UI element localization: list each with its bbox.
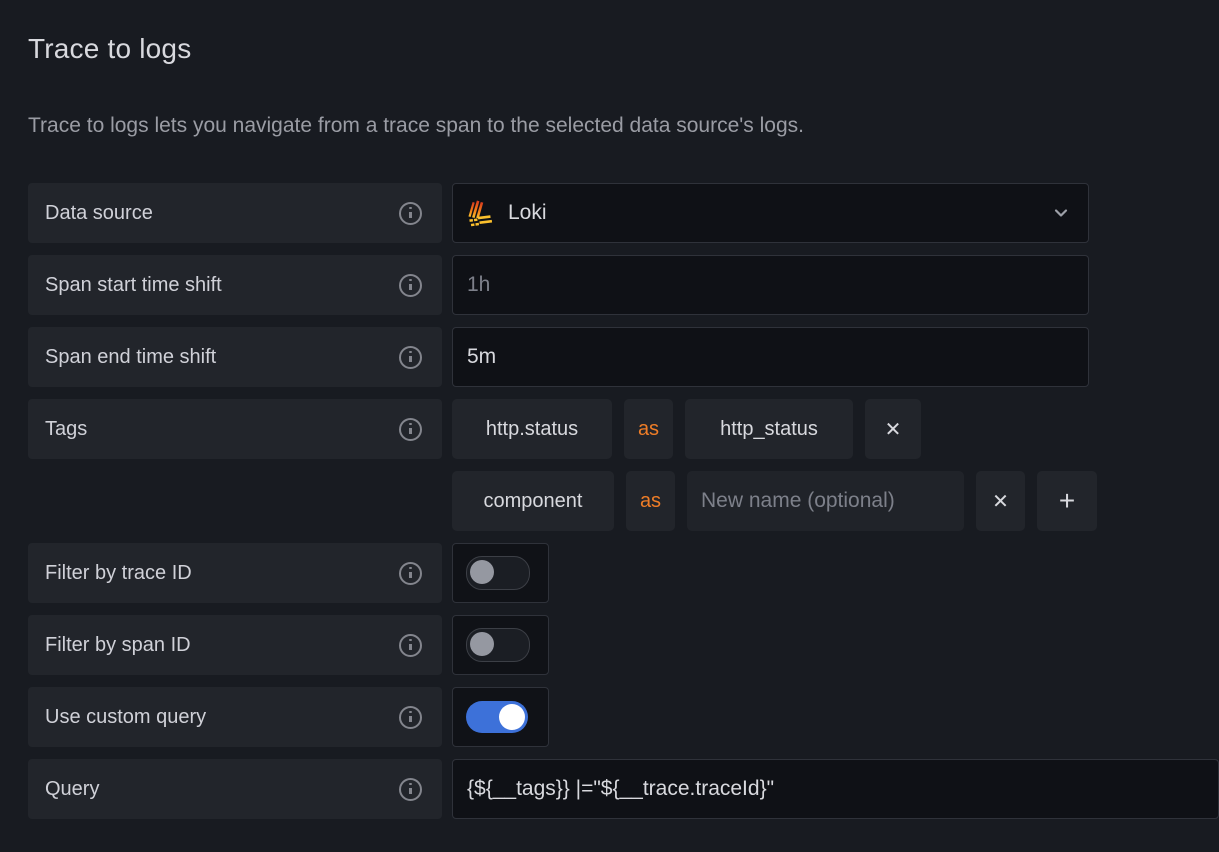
data-source-label: Data source	[45, 201, 153, 224]
query-label-box: Query	[28, 759, 442, 819]
loki-logo-icon	[467, 199, 494, 227]
info-icon[interactable]	[399, 345, 422, 369]
info-icon[interactable]	[399, 561, 422, 585]
filter-span-toggle[interactable]	[452, 615, 549, 675]
filter-span-label-box: Filter by span ID	[28, 615, 442, 675]
info-icon[interactable]	[399, 705, 422, 729]
span-start-input[interactable]	[452, 255, 1089, 315]
toggle-knob	[499, 704, 525, 730]
field-row-query: Query	[28, 759, 1219, 819]
query-input[interactable]	[452, 759, 1219, 819]
toggle-switch-on	[466, 701, 528, 733]
custom-query-label-box: Use custom query	[28, 687, 442, 747]
tag-as-label: as	[626, 471, 675, 531]
field-row-span-start: Span start time shift	[28, 255, 1219, 315]
plus-icon: +	[1058, 485, 1076, 516]
filter-trace-label: Filter by trace ID	[45, 561, 192, 584]
custom-query-label: Use custom query	[45, 705, 207, 728]
data-source-selected-value: Loki	[508, 201, 547, 224]
field-row-filter-span: Filter by span ID	[28, 615, 1219, 675]
field-row-filter-trace: Filter by trace ID	[28, 543, 1219, 603]
info-icon[interactable]	[399, 273, 422, 297]
close-icon: ✕	[992, 490, 1009, 513]
tags-label: Tags	[45, 417, 88, 440]
field-row-span-end: Span end time shift	[28, 327, 1219, 387]
custom-query-toggle[interactable]	[452, 687, 549, 747]
tag-as-label: as	[624, 399, 673, 459]
remove-tag-button[interactable]: ✕	[976, 471, 1025, 531]
tags-label-box: Tags	[28, 399, 442, 459]
toggle-knob	[470, 632, 494, 656]
field-row-data-source: Data source	[28, 183, 1219, 243]
filter-trace-label-box: Filter by trace ID	[28, 543, 442, 603]
chevron-down-icon	[1054, 209, 1068, 217]
close-icon: ✕	[884, 418, 902, 441]
info-icon[interactable]	[399, 201, 422, 225]
remove-tag-button[interactable]: ✕	[865, 399, 921, 459]
tag-new-name-input[interactable]	[687, 471, 964, 531]
span-end-label: Span end time shift	[45, 345, 217, 368]
tag-key-chip[interactable]: http.status	[452, 399, 612, 459]
span-start-label: Span start time shift	[45, 273, 222, 296]
toggle-switch-off	[466, 628, 530, 662]
info-icon[interactable]	[399, 417, 422, 441]
span-end-input[interactable]	[452, 327, 1089, 387]
trace-to-logs-form: Data source	[28, 183, 1219, 819]
info-icon[interactable]	[399, 777, 422, 801]
span-start-label-box: Span start time shift	[28, 255, 442, 315]
trace-to-logs-settings: Trace to logs Trace to logs lets you nav…	[28, 33, 1219, 819]
info-icon[interactable]	[399, 633, 422, 657]
page-title: Trace to logs	[28, 33, 192, 64]
tag-key-chip[interactable]: component	[452, 471, 614, 531]
query-label: Query	[45, 777, 100, 800]
data-source-picker[interactable]: Loki	[452, 183, 1089, 243]
page-description: Trace to logs lets you navigate from a t…	[28, 114, 804, 137]
filter-span-label: Filter by span ID	[45, 633, 191, 656]
field-row-tags-2: component as ✕ +	[452, 471, 1219, 531]
data-source-label-box: Data source	[28, 183, 442, 243]
span-end-label-box: Span end time shift	[28, 327, 442, 387]
toggle-knob	[470, 560, 494, 584]
field-row-custom-query: Use custom query	[28, 687, 1219, 747]
toggle-switch-off	[466, 556, 530, 590]
tag-mapped-name-chip[interactable]: http_status	[685, 399, 853, 459]
field-row-tags: Tags http.status as http_status ✕	[28, 399, 1219, 459]
add-tag-button[interactable]: +	[1037, 471, 1097, 531]
filter-trace-toggle[interactable]	[452, 543, 549, 603]
